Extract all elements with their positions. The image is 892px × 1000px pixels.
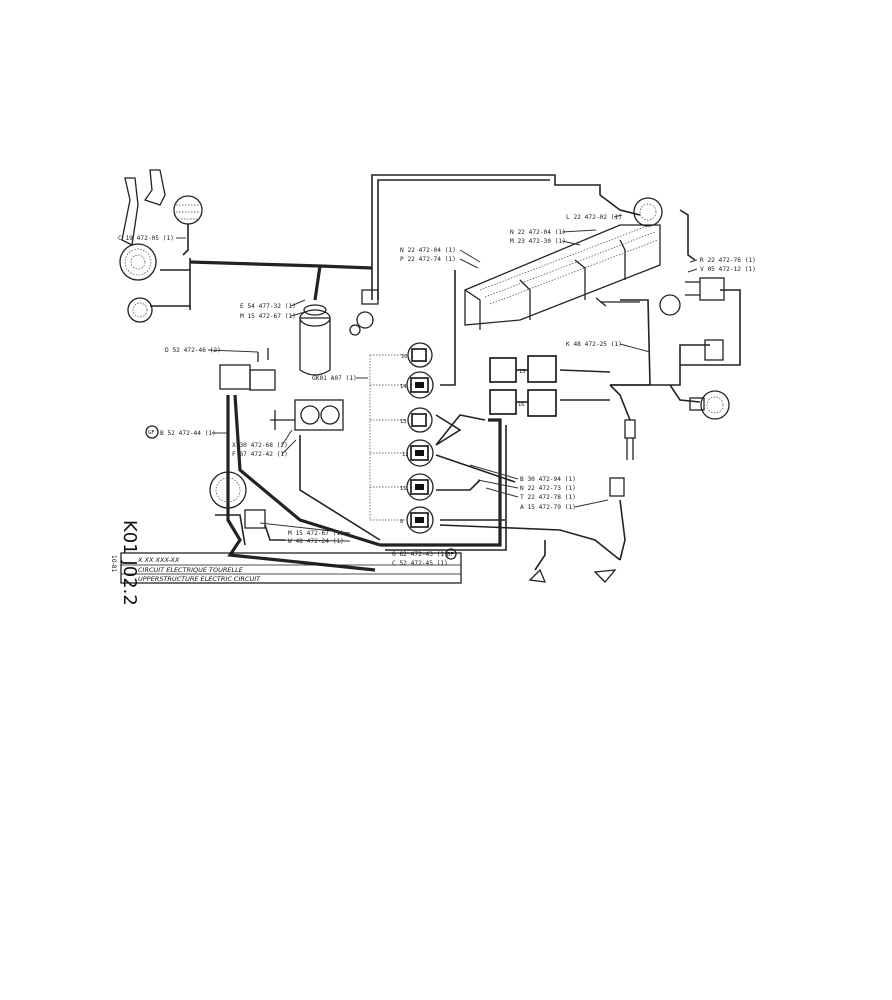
label-b52: B 52 472-44 (1) <box>160 430 216 437</box>
junction-plug-right <box>624 419 636 460</box>
svg-text:14: 14 <box>400 384 407 390</box>
label-gk01: GK01 A07 (1) <box>312 375 357 382</box>
title-french: CIRCUIT ELECTRIQUE TOURELLE <box>138 566 244 574</box>
label-c19: C 19 472-05 (1) <box>118 235 174 242</box>
label-t22: T 22 472-78 (1) <box>520 494 576 501</box>
sensor-bottom-right <box>528 477 625 583</box>
svg-text:15: 15 <box>519 369 526 375</box>
batteries-block <box>464 197 663 330</box>
label-l22: L 22 472-02 (1) <box>566 214 622 221</box>
connector-8: 8 <box>400 506 434 534</box>
svg-text:12: 12 <box>402 452 409 458</box>
label-a15: A 15 472-79 (1) <box>520 504 576 511</box>
lamp-left-lower <box>127 297 153 323</box>
label-d52: D 52 472-46 (2) <box>165 347 221 354</box>
connector-14: 14 <box>400 371 434 399</box>
drawing-ref: X XX XXX-XX <box>137 556 180 564</box>
label-n22a: N 22 472-04 (1) <box>400 247 456 254</box>
drawing-date: 10-81 <box>110 555 117 573</box>
wiring-harness <box>150 174 741 572</box>
label-n22b: N 22 472-04 (1) <box>510 229 566 236</box>
badge-gf <box>145 425 159 439</box>
badge-bf <box>445 548 457 560</box>
part-labels: C 19 472-05 (1) E 54 477-32 (1) M 15 472… <box>118 214 756 567</box>
badge-gf-text: GF <box>148 430 155 436</box>
label-b30: B 30 472-94 (1) <box>520 476 576 483</box>
label-g62: G 62 472-43 (1) <box>392 551 448 558</box>
title-english: UPPERSTRUCTURE ELECTRIC CIRCUIT <box>138 575 261 583</box>
lamp-right-lower <box>689 390 730 420</box>
svg-text:13: 13 <box>400 419 407 425</box>
motor-unit-e54 <box>299 289 379 376</box>
drawing-code: K01 J02.2 <box>119 520 140 606</box>
label-f67: F 67 472-42 (1) <box>232 451 288 458</box>
lamp-left-bottom <box>209 471 266 529</box>
svg-text:10: 10 <box>401 354 408 360</box>
svg-text:16: 16 <box>518 402 525 408</box>
label-p22: P 22 472-74 (1) <box>400 256 456 263</box>
svg-text:8: 8 <box>400 519 403 525</box>
horns-component <box>121 169 203 256</box>
component-k48-relay <box>595 297 724 361</box>
connector-15: 15 <box>489 355 557 383</box>
label-n22c: N 22 472-73 (1) <box>520 485 576 492</box>
connector-13: 13 <box>400 407 433 433</box>
svg-text:11: 11 <box>400 486 407 492</box>
label-e54: E 54 477-32 (1) <box>240 303 296 310</box>
title-block: K01 J02.2 10-81 X XX XXX-XX CIRCUIT ELEC… <box>110 520 462 606</box>
connector-column-left: 10 14 13 12 11 8 <box>400 342 434 534</box>
label-v05: V 05 472-12 (1) <box>700 266 756 273</box>
connector-12: 12 <box>402 439 434 467</box>
label-m15b: M 15 472-67 (1) <box>288 530 344 537</box>
connector-cluster-middle: 15 16 <box>489 355 557 417</box>
label-x30: X 30 472-68 (2) <box>232 442 288 449</box>
component-d52-switch <box>219 348 276 391</box>
connector-11: 11 <box>400 473 434 501</box>
label-m15a: M 15 472-67 (1) <box>240 313 296 320</box>
label-m23: M 23 472-30 (1) <box>510 238 566 245</box>
label-c52: C 52 472-45 (1) <box>392 560 448 567</box>
label-w48: W 48 472-24 (1) <box>288 538 344 545</box>
label-k48: K 48 472-25 (1) <box>566 341 622 348</box>
label-r22: R 22 472-76 (1) <box>700 257 756 264</box>
badge-bf-text: BF <box>447 552 454 558</box>
component-x30-valve <box>270 399 344 431</box>
connector-10: 10 <box>401 342 433 368</box>
connector-16: 16 <box>489 389 557 417</box>
component-r22-v05 <box>659 277 725 316</box>
label-leaders <box>176 214 698 542</box>
lamp-left-top <box>119 243 157 281</box>
